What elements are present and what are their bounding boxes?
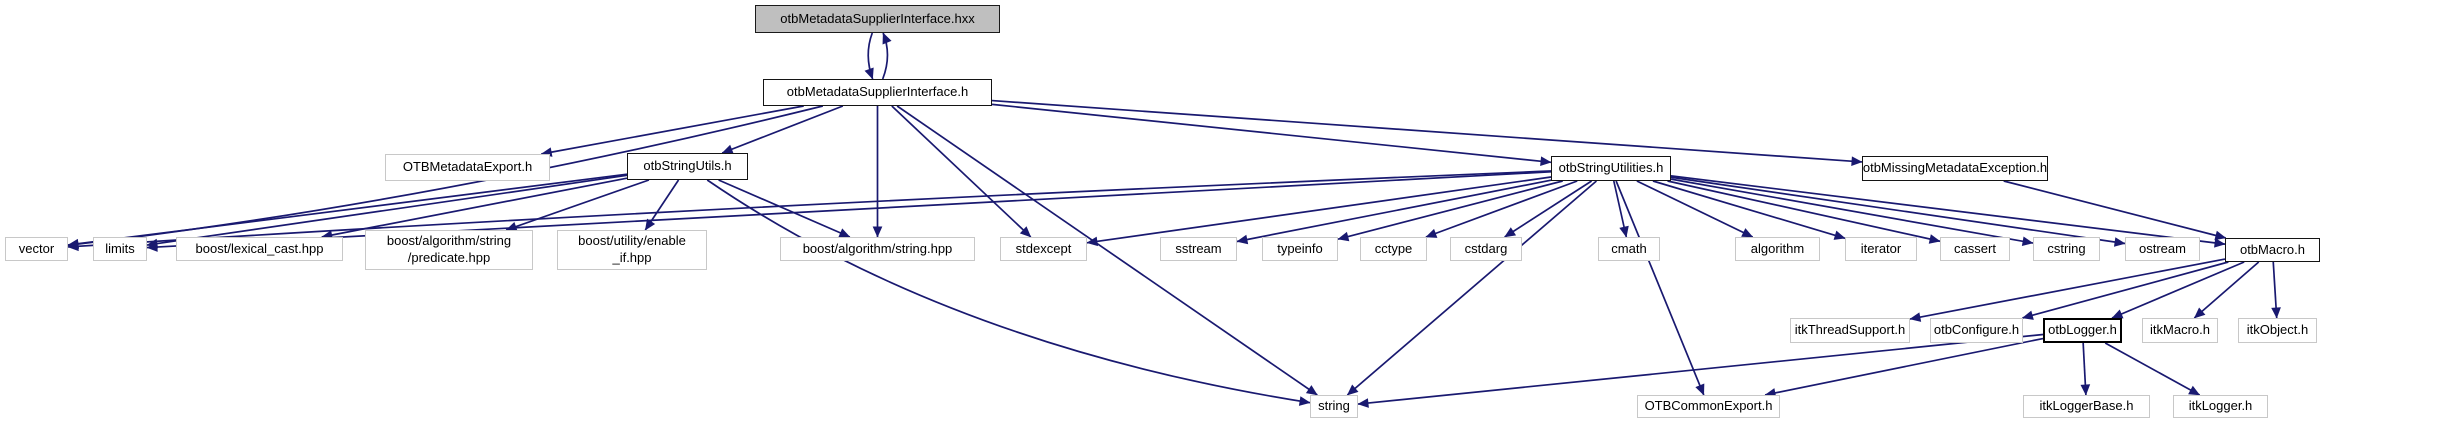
graph-node-otbconfigure[interactable]: otbConfigure.h	[1930, 318, 2023, 343]
edge-otblogger-to-commonexport	[1764, 337, 2044, 398]
edge-otbmacro-to-itkthread	[1909, 258, 2226, 322]
edge-h-to-strutilities	[991, 103, 1552, 167]
edge-missingmeta-to-otbmacro	[2003, 180, 2227, 241]
graph-node-cassert[interactable]: cassert	[1940, 237, 2010, 261]
edge-strutilities-to-stdexcept	[1086, 176, 1552, 247]
edge-strutils-to-boostalgostr	[718, 179, 851, 238]
graph-node-strutils[interactable]: otbStringUtils.h	[627, 153, 748, 180]
edge-otbmacro-to-otblogger	[2111, 261, 2245, 319]
edge-h-to-string	[896, 105, 1318, 396]
graph-node-predicate[interactable]: boost/algorithm/string /predicate.hpp	[365, 230, 533, 270]
edge-strutilities-to-commonexport	[1615, 180, 1705, 396]
graph-node-stdexcept[interactable]: stdexcept	[1000, 237, 1087, 261]
edge-strutils-to-limits	[146, 174, 628, 249]
graph-node-commonexport[interactable]: OTBCommonExport.h	[1637, 395, 1780, 418]
edge-strutilities-to-cctype	[1425, 180, 1578, 238]
graph-node-ostream[interactable]: ostream	[2125, 237, 2200, 261]
edge-strutilities-to-cstring	[1670, 178, 2034, 247]
edge-strutilities-to-cassert	[1667, 180, 1941, 244]
graph-node-cstring[interactable]: cstring	[2033, 237, 2100, 261]
graph-node-cctype[interactable]: cctype	[1360, 237, 1427, 261]
edge-h-to-hxx	[881, 32, 892, 80]
edge-h-to-metaexport	[540, 105, 804, 157]
graph-node-otblogger[interactable]: otbLogger.h	[2043, 318, 2122, 343]
edge-h-to-strutils	[721, 105, 844, 154]
edge-otbmacro-to-itkobject	[2271, 261, 2281, 319]
edge-strutilities-to-string	[1346, 180, 1598, 396]
edge-strutilities-to-iterator	[1652, 180, 1846, 240]
graph-node-strutilities[interactable]: otbStringUtilities.h	[1551, 156, 1671, 181]
graph-node-lexical[interactable]: boost/lexical_cast.hpp	[176, 237, 343, 261]
graph-node-otbmacro[interactable]: otbMacro.h	[2225, 238, 2320, 262]
graph-node-cstdarg[interactable]: cstdarg	[1450, 237, 1522, 261]
edge-strutils-to-predicate	[505, 179, 650, 232]
graph-node-hxx[interactable]: otbMetadataSupplierInterface.hxx	[755, 5, 1000, 33]
graph-node-vector[interactable]: vector	[5, 237, 68, 261]
edge-strutilities-to-typeinfo	[1337, 180, 1563, 242]
graph-node-itkobject[interactable]: itkObject.h	[2238, 318, 2317, 343]
edge-strutilities-to-cmath	[1612, 180, 1629, 238]
graph-node-itkthread[interactable]: itkThreadSupport.h	[1790, 318, 1910, 343]
edge-strutilities-to-ostream	[1670, 176, 2126, 247]
edge-otblogger-to-itklogger	[2104, 342, 2201, 396]
graph-node-metaexport[interactable]: OTBMetadataExport.h	[385, 154, 550, 181]
edge-strutilities-to-vector	[67, 170, 1552, 252]
graph-node-typeinfo[interactable]: typeinfo	[1262, 237, 1338, 261]
edge-strutils-to-vector	[67, 173, 628, 249]
graph-node-algorithm[interactable]: algorithm	[1735, 237, 1820, 261]
edge-h-to-stdexcept	[891, 105, 1032, 238]
graph-node-missingmeta[interactable]: otbMissingMetadataException.h	[1862, 156, 2048, 181]
graph-node-itkloggerbase[interactable]: itkLoggerBase.h	[2023, 395, 2150, 418]
edge-strutils-to-string	[706, 179, 1311, 406]
graph-node-iterator[interactable]: iterator	[1845, 237, 1917, 261]
graph-node-cmath[interactable]: cmath	[1598, 237, 1660, 261]
edge-h-to-missingmeta	[991, 99, 1863, 167]
edge-otblogger-to-itkloggerbase	[2080, 342, 2091, 396]
graph-node-itkmacro[interactable]: itkMacro.h	[2142, 318, 2218, 343]
edge-group	[67, 32, 2281, 408]
edge-strutils-to-lexical	[321, 177, 628, 240]
graph-node-itklogger[interactable]: itkLogger.h	[2173, 395, 2268, 418]
edge-strutilities-to-sstream	[1236, 179, 1552, 245]
graph-node-sstream[interactable]: sstream	[1160, 237, 1237, 261]
edge-strutils-to-enableif	[644, 179, 680, 231]
graph-node-limits[interactable]: limits	[93, 237, 147, 261]
edge-strutilities-to-cstdarg	[1504, 180, 1593, 238]
edge-otbmacro-to-itkmacro	[2193, 261, 2260, 319]
graph-node-enableif[interactable]: boost/utility/enable _if.hpp	[557, 230, 707, 270]
graph-node-string[interactable]: string	[1310, 395, 1358, 418]
edge-strutilities-to-algorithm	[1636, 180, 1754, 238]
graph-node-boostalgostr[interactable]: boost/algorithm/string.hpp	[780, 237, 975, 261]
edge-hxx-to-h	[864, 32, 874, 80]
edge-strutilities-to-otbmacro	[1670, 175, 2226, 248]
edge-otbmacro-to-otbconfigure	[2021, 261, 2229, 320]
edge-otblogger-to-string	[1357, 333, 2044, 408]
graph-node-h[interactable]: otbMetadataSupplierInterface.h	[763, 79, 992, 106]
